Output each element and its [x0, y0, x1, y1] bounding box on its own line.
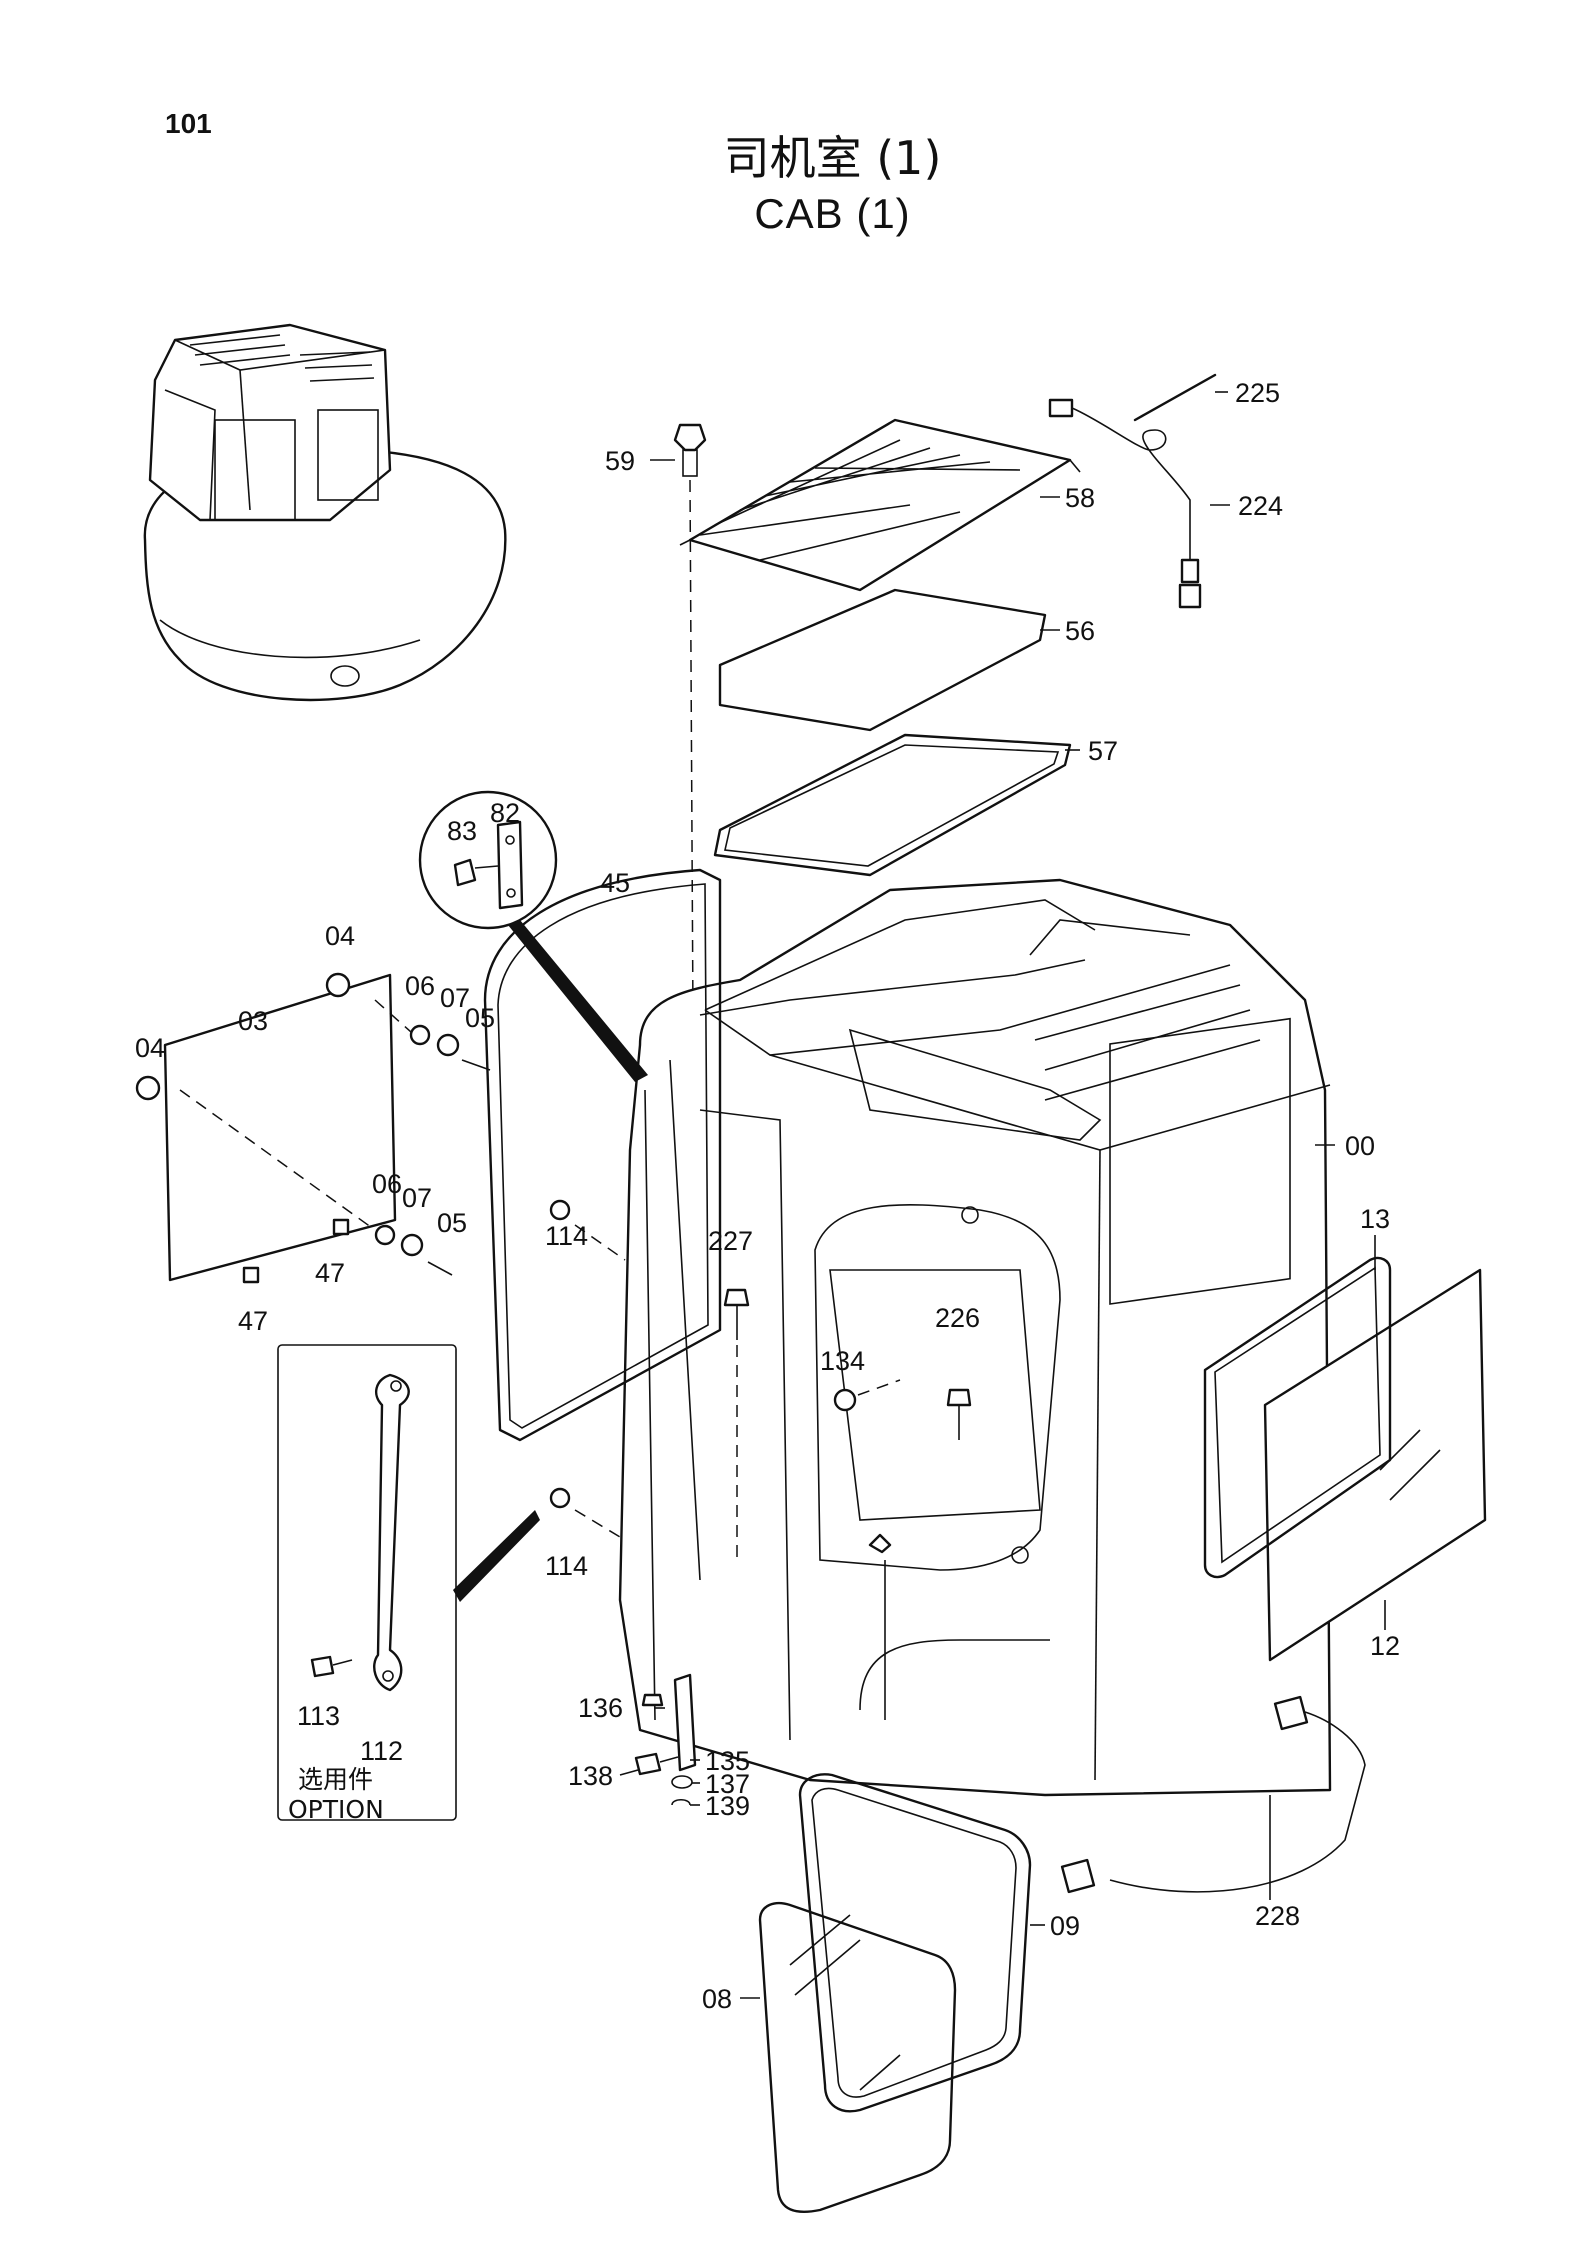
- bolt-59: [673, 423, 707, 1021]
- part-label: 59: [605, 446, 635, 476]
- wire-harness-224: [1048, 398, 1202, 609]
- wire-harness-228: [1060, 1695, 1366, 1894]
- side-window-03: [163, 973, 397, 1282]
- part-label: 83: [447, 816, 477, 846]
- part-label: 00: [1345, 1131, 1375, 1161]
- part-label: 04: [325, 921, 355, 951]
- rear-seal-13: [1203, 1256, 1392, 1579]
- part-label: 114: [545, 1221, 588, 1251]
- part-label: 06: [372, 1169, 402, 1199]
- page-number: 101: [165, 108, 212, 139]
- leader-lines: [619, 391, 1386, 1999]
- part-label: 224: [1238, 491, 1283, 521]
- part-label: 135: [705, 1746, 750, 1776]
- option-label-cn: 选用件: [298, 1765, 373, 1794]
- part-label: 139: [705, 1791, 750, 1821]
- part-label: 47: [315, 1258, 345, 1288]
- title-english: CAB (1): [754, 190, 911, 237]
- part-label: 56: [1065, 616, 1095, 646]
- part-label: 113: [297, 1701, 340, 1731]
- part-label: 134: [820, 1346, 865, 1376]
- door-seal-45: [483, 868, 722, 1442]
- part-label: 58: [1065, 483, 1095, 513]
- hinge-detail-callout: [418, 790, 648, 1082]
- part-label: 12: [1370, 1631, 1400, 1661]
- option-label-en: OPTION: [288, 1795, 384, 1824]
- part-label: 225: [1235, 378, 1280, 408]
- part-label: 227: [708, 1226, 753, 1256]
- part-label: 47: [238, 1306, 268, 1336]
- part-label: 82: [490, 798, 520, 828]
- part-label: 05: [437, 1208, 467, 1238]
- roof-window-56: [718, 588, 1047, 732]
- fasteners: [135, 972, 972, 1560]
- title-chinese: 司机室 (1): [723, 131, 942, 185]
- door-seal-09: [798, 1773, 1032, 2113]
- overview-cab-illustration: [143, 323, 507, 702]
- part-label: 136: [578, 1693, 623, 1723]
- part-label: 09: [1050, 1911, 1080, 1941]
- part-label: 137: [705, 1769, 750, 1799]
- part-label: 45: [600, 868, 630, 898]
- part-label: 228: [1255, 1901, 1300, 1931]
- roof-seal-57: [713, 733, 1072, 877]
- part-label: 05: [465, 1003, 495, 1033]
- part-label: 13: [1360, 1204, 1390, 1234]
- part-label: 03: [238, 1006, 268, 1036]
- part-label: 06: [405, 971, 435, 1001]
- cable-tie-225: [1133, 373, 1217, 422]
- door-glass-08: [758, 1901, 957, 2213]
- option-box: [277, 1344, 540, 1821]
- part-label: 138: [568, 1761, 613, 1791]
- part-label: 08: [702, 1984, 732, 2014]
- door-hinge-set: [634, 1673, 697, 1806]
- part-label: 07: [402, 1183, 432, 1213]
- rear-glass-12: [1263, 1268, 1487, 1662]
- part-label: 226: [935, 1303, 980, 1333]
- part-labels: 225 59 58 224 56 57 83 82 45 04 06 07 05…: [135, 378, 1400, 2014]
- part-label: 57: [1088, 736, 1118, 766]
- part-label: 07: [440, 983, 470, 1013]
- part-label: 04: [135, 1033, 165, 1063]
- cab-body-00: [618, 878, 1332, 1797]
- part-label: 112: [360, 1736, 403, 1766]
- part-label: 114: [545, 1551, 588, 1581]
- roof-guard-58: [679, 418, 1081, 592]
